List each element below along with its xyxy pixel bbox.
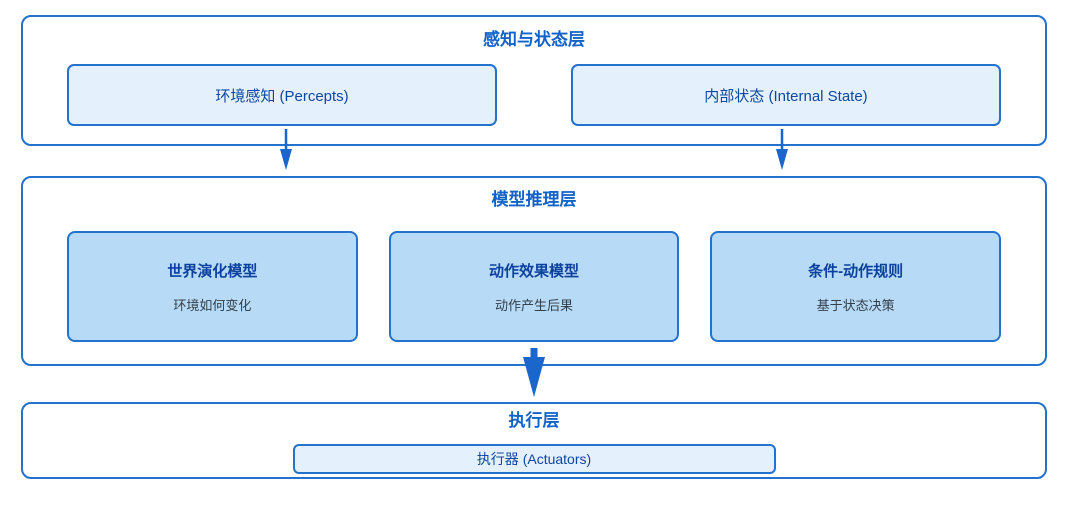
node-world-evolution-model-description: 环境如何变化 (173, 297, 252, 313)
node-actuators: 执行器 (Actuators) (292, 444, 776, 474)
node-action-effect-model: 动作效果模型 动作产生后果 (388, 231, 680, 342)
node-condition-action-rules-description: 基于状态决策 (816, 297, 895, 313)
layer-execution: 执行层 执行器 (Actuators) (21, 402, 1047, 479)
node-condition-action-rules-label: 条件-动作规则 (808, 262, 904, 280)
perception-node-row: 环境感知 (Percepts) 内部状态 (Internal State) (23, 64, 1045, 126)
model-node-row: 世界演化模型 环境如何变化 动作效果模型 动作产生后果 条件-动作规则 基于状态… (23, 231, 1045, 342)
node-action-effect-model-description: 动作产生后果 (495, 297, 574, 313)
node-world-evolution-model: 世界演化模型 环境如何变化 (67, 231, 358, 342)
layer-title-execution: 执行层 (508, 411, 560, 430)
node-condition-action-rules: 条件-动作规则 基于状态决策 (710, 231, 1002, 342)
layer-title-perception: 感知与状态层 (483, 30, 585, 49)
node-internal-state: 内部状态 (Internal State) (571, 64, 1001, 126)
node-world-evolution-model-label: 世界演化模型 (167, 262, 258, 280)
layer-perception-state: 感知与状态层 环境感知 (Percepts) 内部状态 (Internal St… (21, 15, 1047, 146)
node-actuators-label: 执行器 (Actuators) (476, 451, 592, 467)
node-internal-state-label: 内部状态 (Internal State) (704, 87, 868, 105)
layer-title-model-reasoning: 模型推理层 (491, 190, 577, 209)
node-action-effect-model-label: 动作效果模型 (489, 262, 580, 280)
node-percepts: 环境感知 (Percepts) (67, 64, 497, 126)
node-percepts-label: 环境感知 (Percepts) (215, 87, 349, 105)
layer-model-reasoning: 模型推理层 世界演化模型 环境如何变化 动作效果模型 动作产生后果 条件-动作规… (21, 176, 1047, 366)
